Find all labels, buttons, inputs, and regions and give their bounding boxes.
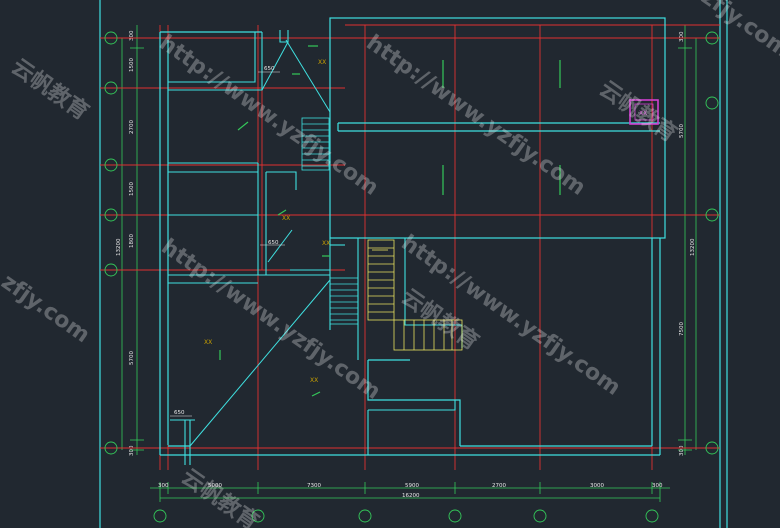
stairs-cyan-upper — [301, 117, 330, 171]
stairs-yellow — [367, 239, 463, 351]
axis-bubbles-left — [104, 31, 118, 455]
dim-bottom-1: 300 — [158, 483, 169, 489]
left-dimension-rail — [121, 25, 144, 455]
dim-right-3: 7500 — [679, 322, 685, 336]
dim-right-1: 300 — [679, 31, 685, 42]
dim-left-4: 1500 — [129, 182, 135, 196]
bottom-dimension-texts: 300 5000 7300 5900 2700 3000 300 16200 — [158, 483, 663, 499]
door-650-bot: 650 — [174, 410, 185, 416]
door-650-mid: 650 — [268, 240, 279, 246]
room-mark-5: XX — [310, 377, 318, 384]
door-650-top: 650 — [264, 66, 275, 72]
dim-left-total: 13200 — [116, 238, 122, 256]
stamp-label: XX — [639, 110, 647, 117]
left-dimension-texts: 300 1500 2700 1500 1800 5700 300 13200 — [116, 30, 135, 456]
dim-left-7: 300 — [129, 445, 135, 456]
dim-bottom-2: 5000 — [208, 483, 222, 489]
stairs-cyan-lower — [329, 277, 359, 325]
roof-block — [329, 17, 666, 239]
dim-bottom-7: 300 — [652, 483, 663, 489]
room-marks: XX XX XX XX XX — [204, 59, 330, 384]
room-mark-4: XX — [204, 339, 212, 346]
dim-right-total: 13200 — [690, 238, 696, 256]
watermark-url-2: http://www.yzfjy.com — [362, 30, 590, 200]
dim-right-4: 300 — [679, 445, 685, 456]
axis-bubbles-bottom — [153, 509, 659, 523]
room-mark-1: XX — [318, 59, 326, 66]
dim-left-5: 1800 — [129, 234, 135, 248]
exterior-walls — [159, 31, 661, 456]
dim-left-6: 5700 — [129, 351, 135, 365]
bottom-dimension-rail — [150, 482, 670, 502]
watermark-url-3: http://www.yzfjy.com — [157, 234, 385, 404]
dim-left-2: 1500 — [129, 58, 135, 72]
room-mark-3: XX — [322, 240, 330, 247]
watermark-brand-2: 云帆教育 — [595, 76, 682, 148]
room-mark-2: XX — [282, 215, 290, 222]
door-width-labels: 650 650 650 — [170, 66, 285, 417]
watermark-brand-1: 云帆教育 — [7, 54, 94, 126]
dim-bottom-total: 16200 — [402, 493, 420, 499]
watermark-url-short-1: zfjy.com — [0, 269, 94, 348]
diagonal-lines — [189, 39, 331, 447]
drainage-arrows — [219, 45, 561, 397]
dim-bottom-6: 3000 — [590, 483, 604, 489]
dim-left-3: 2700 — [129, 120, 135, 134]
watermark-url-short-2: zfjy.com — [697, 0, 780, 63]
dim-bottom-4: 5900 — [405, 483, 419, 489]
dim-right-2: 5700 — [679, 124, 685, 138]
watermark-brand-4: 云帆教育 — [177, 464, 264, 528]
watermark-url-1: http://www.yzfjy.com — [155, 30, 383, 200]
dim-bottom-5: 2700 — [492, 483, 506, 489]
dim-left-1: 300 — [129, 30, 135, 41]
axis-bubbles-right — [705, 31, 719, 455]
right-dimension-texts: 300 5700 7500 300 13200 — [679, 31, 696, 456]
dim-bottom-3: 7300 — [307, 483, 321, 489]
roof-outlet-stamp: XX — [629, 99, 659, 125]
